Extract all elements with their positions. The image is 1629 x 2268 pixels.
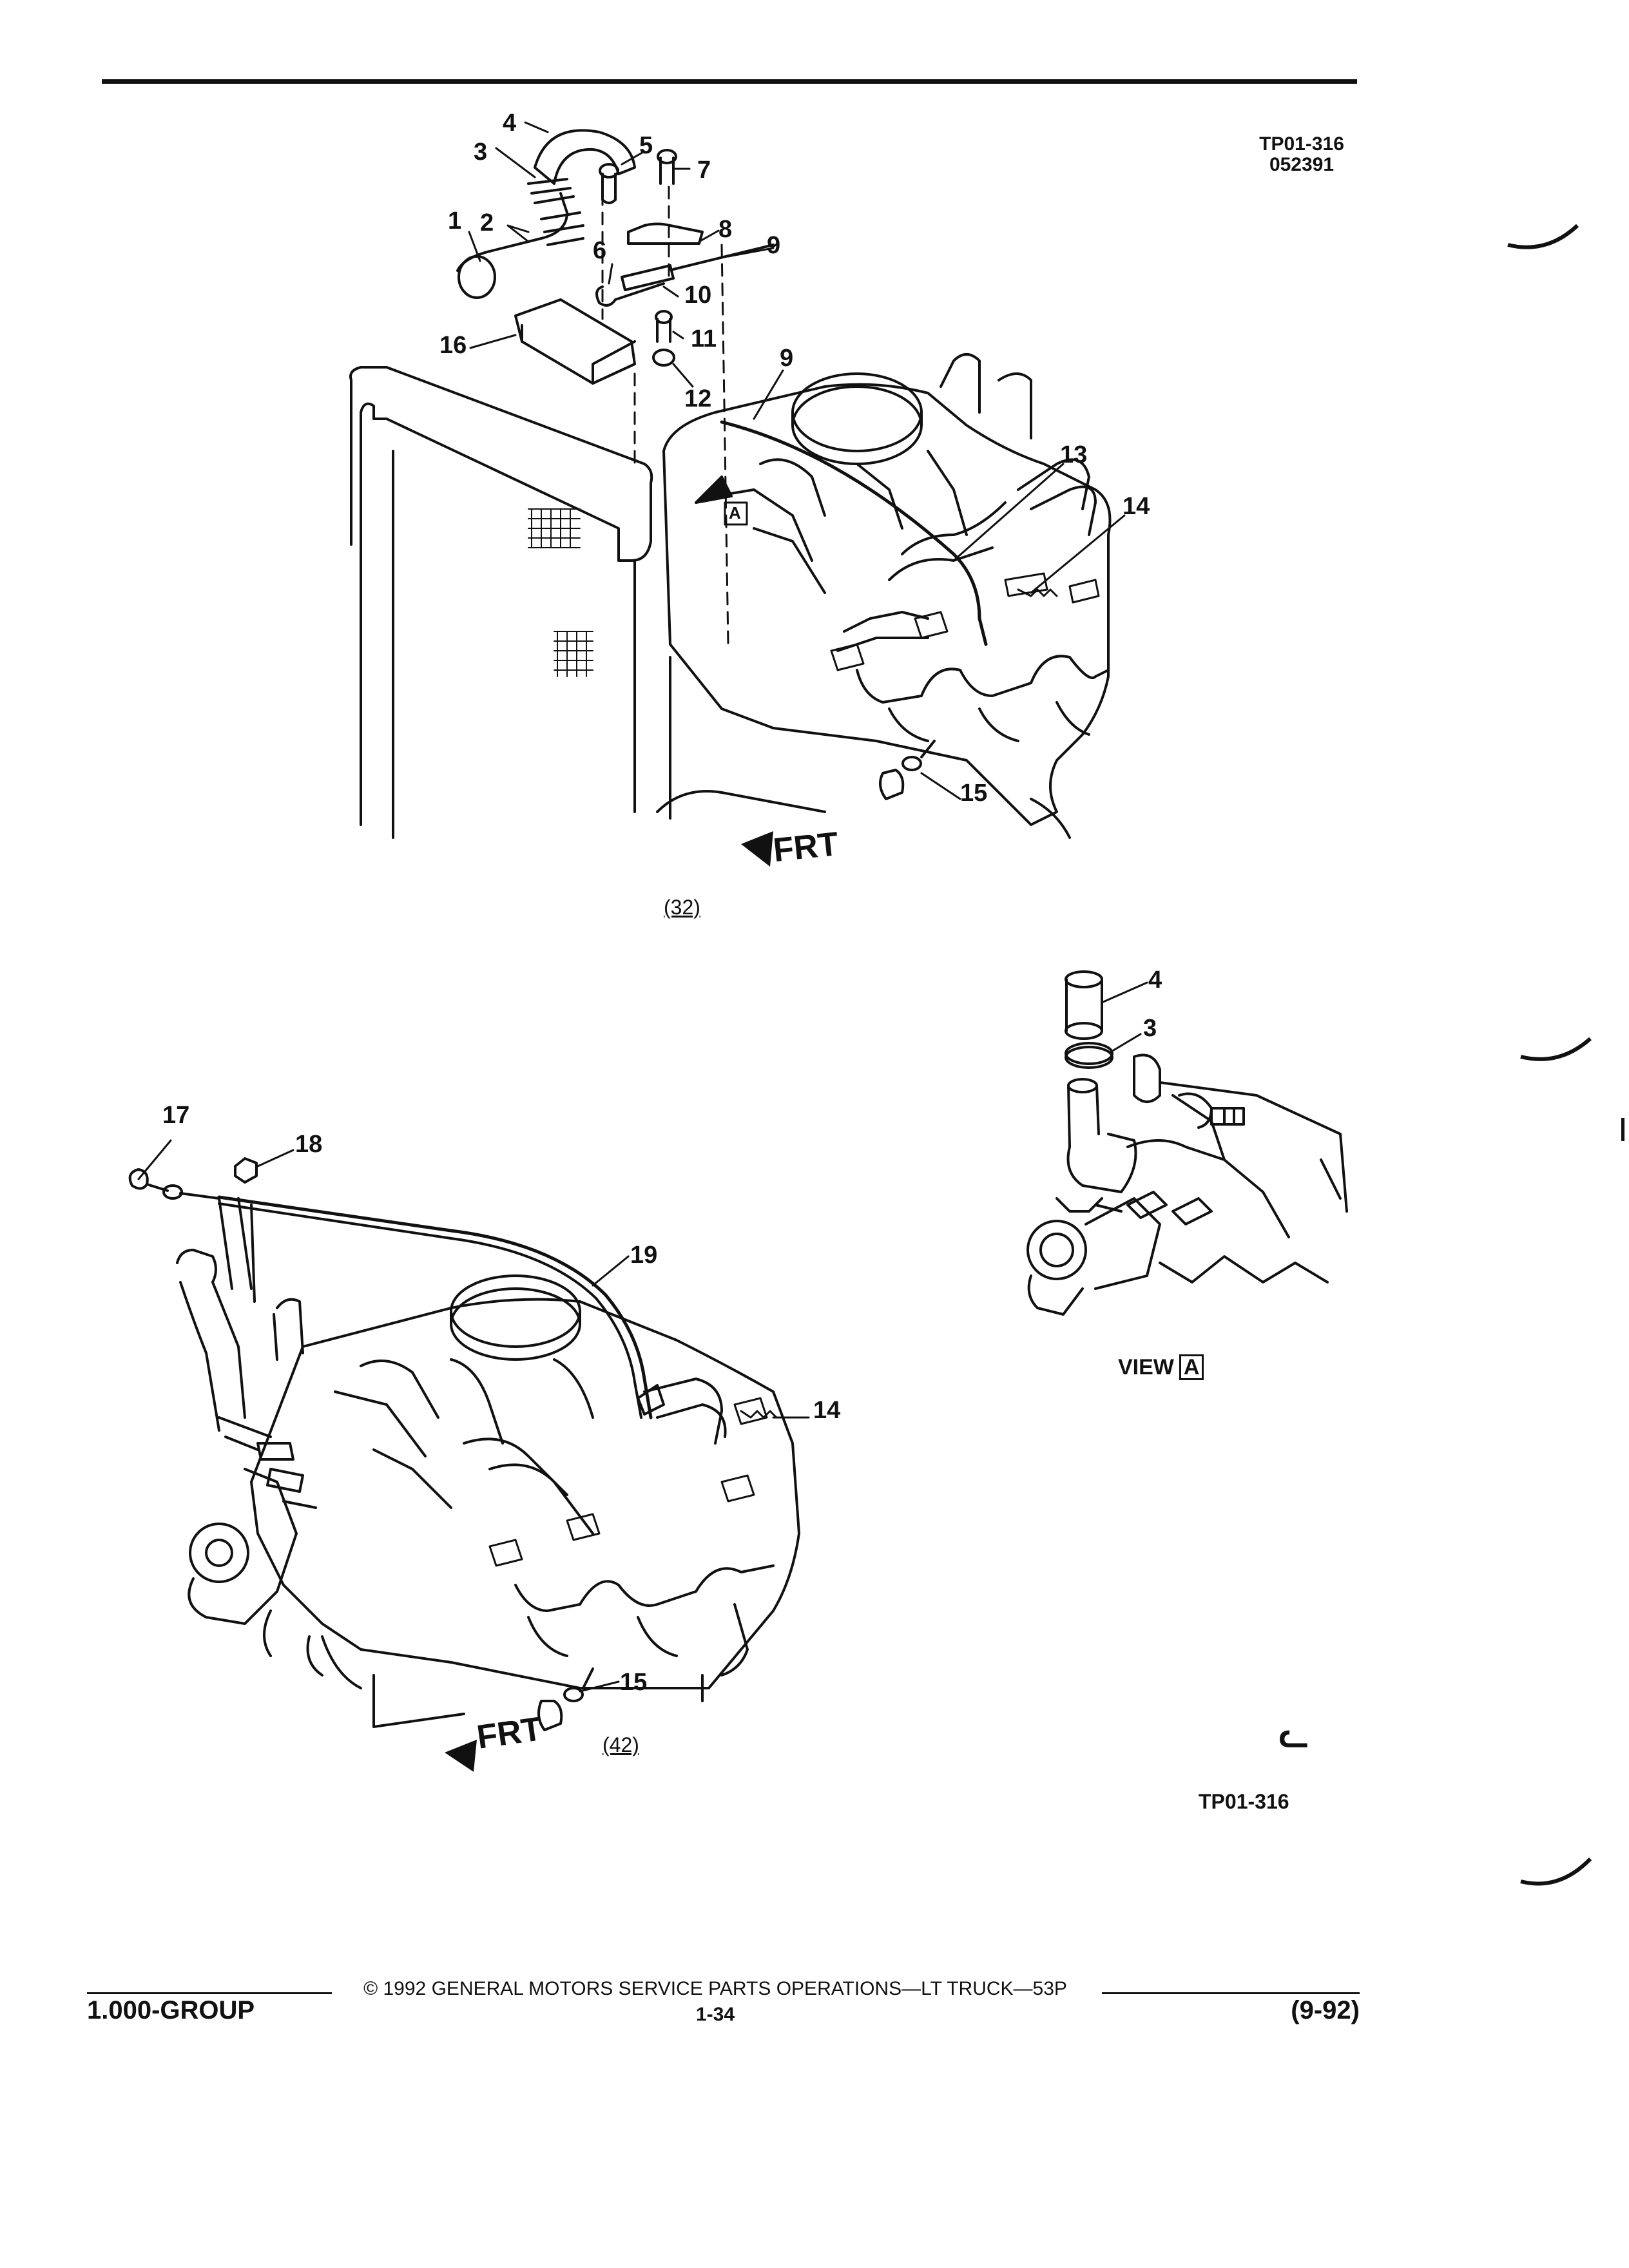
top-view-marker: A bbox=[729, 503, 741, 523]
footer-copyright: © 1992 GENERAL MOTORS SERVICE PARTS OPER… bbox=[363, 1978, 1067, 1999]
callout-13: 13 bbox=[1060, 441, 1088, 468]
figure-code: TP01-316 bbox=[1199, 1790, 1289, 1813]
bottom-figure-caption: (42) bbox=[602, 1733, 639, 1756]
callout-9b: 9 bbox=[780, 345, 794, 372]
bottom-callout-14: 14 bbox=[813, 1397, 841, 1424]
callout-11: 11 bbox=[691, 325, 717, 352]
footer-date: (9-92) bbox=[1291, 1996, 1360, 2024]
callout-9: 9 bbox=[767, 232, 781, 259]
engine-block bbox=[662, 383, 1112, 826]
bottom-engine-block bbox=[250, 1298, 800, 1689]
figure-ref-date: 052391 bbox=[1269, 154, 1335, 175]
callout-8: 8 bbox=[718, 216, 733, 243]
callout-5: 5 bbox=[639, 132, 653, 159]
callout-14: 14 bbox=[1123, 493, 1150, 520]
callout-15: 15 bbox=[960, 780, 988, 807]
callout-6: 6 bbox=[593, 237, 607, 264]
exhaust-manifold bbox=[856, 655, 1110, 704]
callout-2: 2 bbox=[480, 209, 494, 236]
footer-group: 1.000-GROUP bbox=[87, 1996, 255, 2024]
callout-4: 4 bbox=[503, 110, 517, 137]
bottom-callout-15: 15 bbox=[620, 1669, 648, 1696]
bottom-callout-17: 17 bbox=[162, 1102, 190, 1129]
top-rule bbox=[102, 79, 1357, 84]
callout-16: 16 bbox=[439, 332, 467, 359]
footer-rule-right bbox=[1102, 1992, 1360, 1994]
top-figure-caption: (32) bbox=[664, 896, 700, 919]
view-a-callout-3: 3 bbox=[1143, 1015, 1157, 1042]
elbow-part-4 bbox=[534, 129, 636, 185]
bottom-callout-19: 19 bbox=[630, 1242, 658, 1269]
callout-3: 3 bbox=[474, 139, 488, 166]
footer-rule-left bbox=[87, 1992, 332, 1994]
callout-1: 1 bbox=[448, 207, 462, 235]
footer-page-number: 1-34 bbox=[695, 2004, 735, 2025]
view-a-callout-4: 4 bbox=[1148, 966, 1162, 994]
bottom-callout-18: 18 bbox=[295, 1131, 323, 1158]
figure-ref-header: TP01-316 052391 bbox=[1237, 134, 1366, 175]
view-a-text: VIEW bbox=[1118, 1355, 1174, 1379]
figure-ref-code: TP01-316 bbox=[1259, 133, 1344, 155]
callout-10: 10 bbox=[684, 282, 712, 309]
gm-spo-logo: ᓚ bbox=[1279, 1714, 1309, 1755]
callout-7: 7 bbox=[697, 157, 711, 184]
view-a-box: A bbox=[1179, 1354, 1204, 1380]
callout-12: 12 bbox=[684, 385, 712, 412]
radiator-support bbox=[349, 366, 653, 562]
